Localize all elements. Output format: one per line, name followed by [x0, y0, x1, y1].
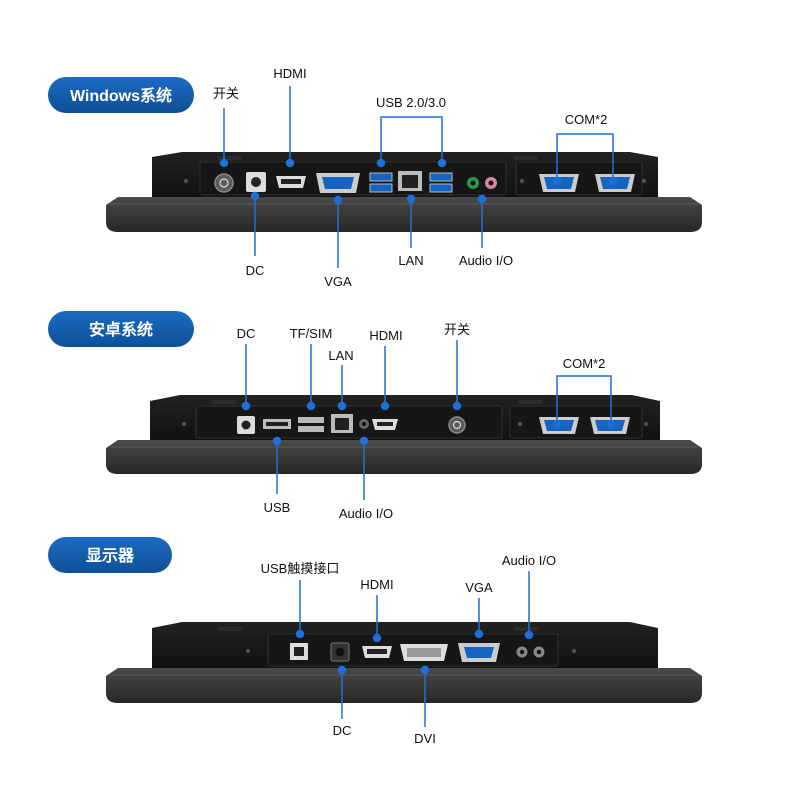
hdmi-port	[372, 419, 398, 430]
hdmi-port	[362, 646, 392, 658]
vga-port	[458, 643, 500, 662]
label-tfsim: TF/SIM	[290, 326, 333, 341]
hdmi-port	[276, 176, 306, 188]
usb-port-right	[429, 172, 453, 193]
device-back-panel	[106, 622, 702, 703]
callout-lines	[219, 86, 618, 268]
usb-port-left	[369, 172, 393, 193]
label-hdmi: HDMI	[369, 328, 402, 343]
vga-port	[316, 173, 360, 193]
label-usb-touch: USB触摸接口	[261, 561, 340, 576]
label-com: COM*2	[565, 112, 608, 127]
label-dvi: DVI	[414, 731, 436, 746]
section-title: Windows系统	[70, 86, 172, 105]
label-vga: VGA	[324, 274, 352, 289]
section-title-pill: Windows系统	[48, 77, 194, 113]
label-audio: Audio I/O	[339, 506, 393, 521]
dc-port	[330, 642, 350, 662]
dc-port	[237, 416, 255, 434]
label-com: COM*2	[563, 356, 606, 371]
usb-touch-port	[290, 643, 308, 660]
audio-jacks	[467, 177, 497, 189]
lan-port	[398, 171, 422, 191]
power-button-port	[448, 416, 466, 434]
section-title: 安卓系统	[89, 320, 153, 339]
label-dc: DC	[246, 263, 265, 278]
section-android: 安卓系统	[48, 311, 702, 521]
label-hdmi: HDMI	[360, 577, 393, 592]
lan-port	[331, 414, 353, 433]
label-power: 开关	[213, 86, 239, 101]
callout-lines	[241, 340, 616, 500]
audio-jacks	[516, 646, 545, 658]
tfsim-slot	[298, 417, 324, 432]
section-title: 显示器	[86, 547, 135, 565]
audio-jack	[359, 419, 369, 429]
dc-port	[246, 172, 266, 192]
label-dc: DC	[237, 326, 256, 341]
section-title-pill: 显示器	[48, 537, 172, 573]
power-button-port	[214, 173, 234, 193]
label-power: 开关	[444, 322, 470, 337]
label-usb: USB	[264, 500, 291, 515]
label-lan: LAN	[328, 348, 353, 363]
label-hdmi: HDMI	[273, 66, 306, 81]
label-vga: VGA	[465, 580, 493, 595]
dvi-port	[400, 644, 448, 661]
label-usb: USB 2.0/3.0	[376, 95, 446, 110]
device-back-panel	[106, 395, 702, 474]
label-dc: DC	[333, 723, 352, 738]
section-title-pill: 安卓系统	[48, 311, 194, 347]
section-monitor: 显示器	[48, 537, 702, 746]
callout-lines	[295, 571, 534, 727]
label-audio: Audio I/O	[459, 253, 513, 268]
label-lan: LAN	[398, 253, 423, 268]
label-audio: Audio I/O	[502, 553, 556, 568]
usb-port	[263, 419, 291, 429]
section-windows: Windows系统	[48, 66, 702, 289]
